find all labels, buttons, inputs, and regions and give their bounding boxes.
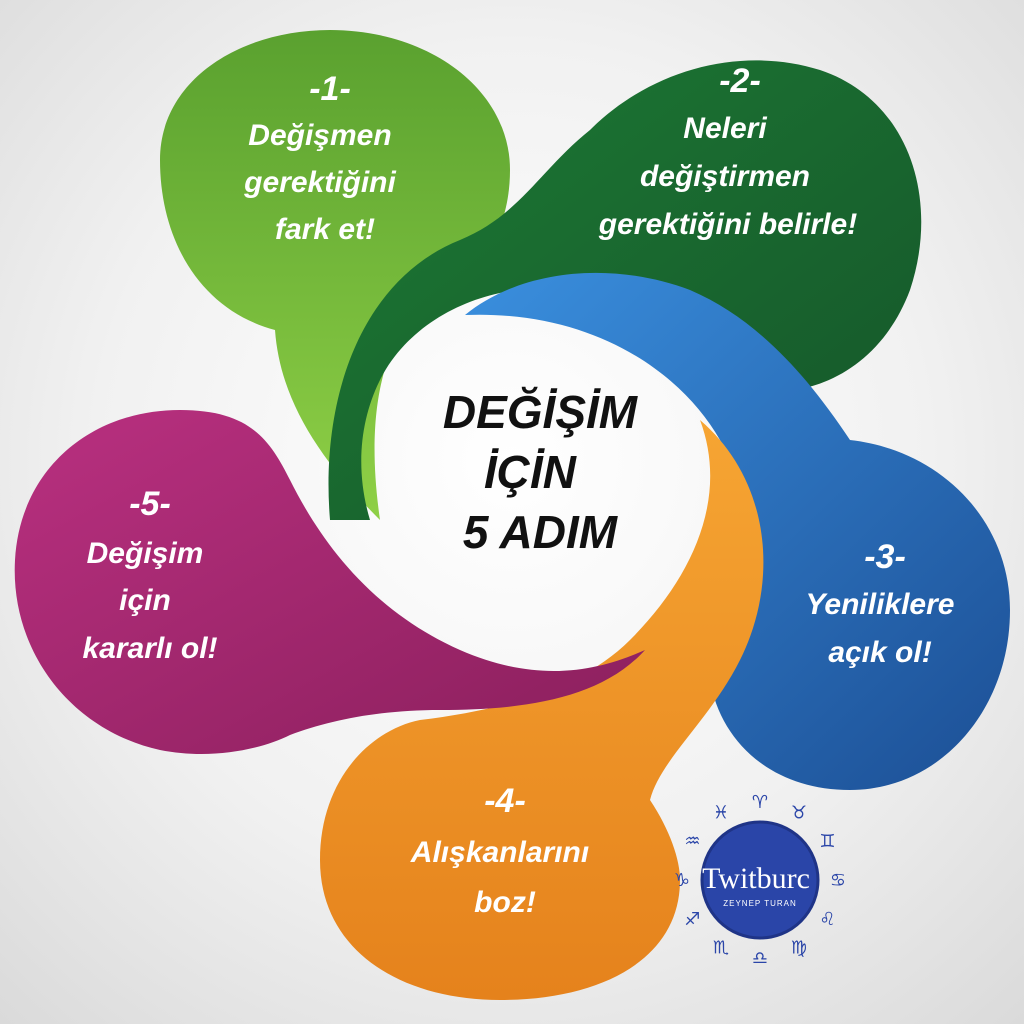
- step-3-shape: [465, 272, 1010, 791]
- step-2-number: -2-: [719, 62, 761, 100]
- step-1-number: -1-: [309, 70, 351, 108]
- center-title-line-3: 5 ADIM: [463, 506, 619, 558]
- step-2-line-2: değiştirmen: [640, 160, 810, 193]
- zodiac-sign-icon: ♈: [752, 792, 768, 813]
- zodiac-sign-icon: ♍: [791, 938, 807, 959]
- step-3-line-1: Yeniliklere: [806, 588, 955, 621]
- step-5-line-2: için: [119, 584, 171, 617]
- step-1-label: -1- Değişmen gerektiğini fark et!: [243, 70, 396, 246]
- step-3-label: -3- Yeniliklere açık ol!: [806, 538, 955, 669]
- step-5-shape: [14, 410, 645, 755]
- step-4-label: -4- Alışkanlarını boz!: [410, 782, 589, 919]
- step-4-line-1: Alışkanlarını: [410, 836, 589, 869]
- center-title-line-2: İÇİN: [484, 446, 577, 498]
- zodiac-sign-icon: ♌: [819, 909, 835, 930]
- step-4-shape: [320, 420, 764, 1000]
- zodiac-sign-icon: ♊: [819, 831, 835, 852]
- logo-subtitle: ZEYNEP TURAN: [723, 899, 797, 908]
- step-4-number: -4-: [484, 782, 526, 820]
- zodiac-sign-icon: ♉: [791, 803, 807, 824]
- zodiac-sign-icon: ♋: [830, 870, 846, 891]
- step-5-number: -5-: [129, 485, 171, 523]
- step-3-number: -3-: [864, 538, 906, 576]
- step-5-label: -5- Değişim için kararlı ol!: [82, 485, 217, 665]
- step-1-line-3: fark et!: [275, 213, 375, 246]
- logo-brand: Twitburc: [702, 862, 810, 895]
- step-2-label: -2- Neleri değiştirmen gerektiğini belir…: [598, 62, 857, 241]
- zodiac-ring: ♈ ♉ ♊ ♋ ♌ ♍ ♎ ♏ ♐ ♑ ♒ ♓: [674, 792, 846, 969]
- step-4-line-2: boz!: [474, 886, 536, 919]
- zodiac-sign-icon: ♏: [713, 938, 729, 959]
- step-1-shape: [160, 30, 510, 520]
- zodiac-sign-icon: ♑: [674, 870, 690, 891]
- step-5-line-3: kararlı ol!: [82, 632, 217, 665]
- step-2-line-3: gerektiğini belirle!: [598, 208, 857, 241]
- zodiac-sign-icon: ♎: [752, 948, 768, 969]
- step-1-line-2: gerektiğini: [243, 166, 396, 199]
- zodiac-sign-icon: ♒: [684, 831, 700, 852]
- step-3-line-2: açık ol!: [828, 636, 931, 669]
- step-1-line-1: Değişmen: [248, 119, 391, 152]
- step-2-line-1: Neleri: [683, 112, 767, 145]
- logo-disc: [702, 822, 818, 938]
- twitburc-logo: ♈ ♉ ♊ ♋ ♌ ♍ ♎ ♏ ♐ ♑ ♒ ♓ Twitburc ZEYNEP TURAN: [674, 792, 846, 969]
- zodiac-sign-icon: ♓: [713, 803, 729, 824]
- step-5-line-1: Değişim: [87, 537, 204, 570]
- center-title-line-1: DEĞİŞİM: [443, 386, 639, 438]
- center-title: DEĞİŞİM İÇİN 5 ADIM: [443, 386, 639, 558]
- zodiac-sign-icon: ♐: [684, 909, 700, 930]
